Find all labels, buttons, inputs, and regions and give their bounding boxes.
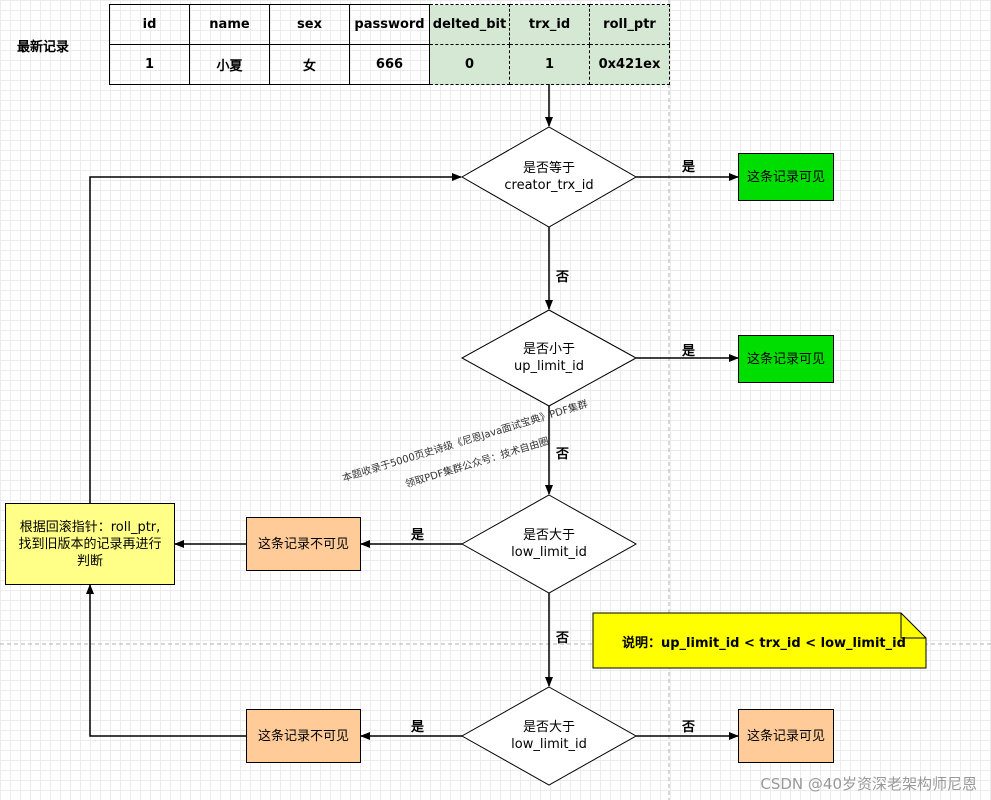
value-cell-roll-ptr: 0x421ex — [589, 44, 670, 85]
decision-low-limit-2-line2: low_limit_id — [511, 737, 587, 752]
note-shape — [592, 612, 927, 669]
edge-label-d4-no: 否 — [682, 720, 696, 735]
result-visible-3: 这条记录可见 — [738, 709, 834, 763]
note-fold — [900, 613, 926, 639]
record-table: id name sex password delted_bit trx_id r… — [109, 4, 670, 85]
edge-invisible2-to-rollback — [86, 584, 246, 737]
edge-label-d3-yes: 是 — [411, 528, 425, 543]
result-invisible-1: 这条记录不可见 — [246, 517, 361, 571]
edge-label-d1-yes: 是 — [682, 160, 696, 175]
rollback-box: 根据回滚指针：roll_ptr, 找到旧版本的记录再进行 判断 — [5, 503, 175, 585]
edge-label-d1-no: 否 — [556, 270, 570, 285]
header-cell-trx-id: trx_id — [509, 4, 590, 45]
value-cell-id: 1 — [109, 44, 190, 85]
decision-low-limit-1-line2: low_limit_id — [511, 545, 587, 560]
header-cell-id: id — [109, 4, 190, 45]
edge-label-d4-yes: 是 — [411, 720, 425, 735]
header-cell-roll-ptr: roll_ptr — [589, 4, 670, 45]
decision-low-limit-2-line1: 是否大于 — [522, 720, 576, 735]
decision-low-limit-1-text: 是否大于 low_limit_id — [511, 527, 587, 561]
rollback-line-3: 判断 — [76, 553, 103, 569]
edge-label-d2-no: 否 — [556, 447, 570, 462]
edge-label-d2-yes: 是 — [682, 344, 696, 359]
decision-creator-line1: 是否等于 — [522, 161, 575, 176]
result-visible-1: 这条记录可见 — [738, 153, 834, 201]
edge-label-d3-no: 否 — [556, 631, 570, 646]
value-cell-deleted-bit: 0 — [429, 44, 510, 85]
decision-creator-line2: creator_trx_id — [504, 178, 594, 193]
decision-up-limit-text: 是否小于 up_limit_id — [514, 341, 584, 375]
decision-low-limit-2-text: 是否大于 low_limit_id — [511, 719, 587, 753]
value-cell-password: 666 — [349, 44, 430, 85]
header-cell-password: password — [349, 4, 430, 45]
header-cell-sex: sex — [269, 4, 350, 45]
record-value-row: 1 小夏 女 666 0 1 0x421ex — [109, 44, 670, 85]
edge-rollback-to-d1 — [89, 173, 462, 503]
decision-up-limit-line1: 是否小于 — [522, 342, 576, 357]
result-visible-2: 这条记录可见 — [738, 335, 834, 383]
csdn-footer: CSDN @40岁资深老架构师尼恩 — [760, 775, 977, 793]
latest-record-label: 最新记录 — [17, 40, 70, 55]
decision-diamond-low-limit-2 — [460, 686, 638, 786]
header-cell-name: name — [189, 4, 270, 45]
decision-creator-text: 是否等于 creator_trx_id — [504, 160, 593, 194]
rollback-line-2: 找到旧版本的记录再进行 — [18, 536, 162, 552]
rollback-line-1: 根据回滚指针：roll_ptr, — [19, 519, 161, 535]
record-header-row: id name sex password delted_bit trx_id r… — [109, 4, 670, 45]
note-text: 说明：up_limit_id < trx_id < low_limit_id — [622, 636, 906, 651]
result-invisible-2: 这条记录不可见 — [246, 709, 361, 763]
value-cell-name: 小夏 — [189, 44, 270, 85]
decision-up-limit-line2: up_limit_id — [514, 359, 584, 374]
decision-low-limit-1-line1: 是否大于 — [522, 528, 576, 543]
